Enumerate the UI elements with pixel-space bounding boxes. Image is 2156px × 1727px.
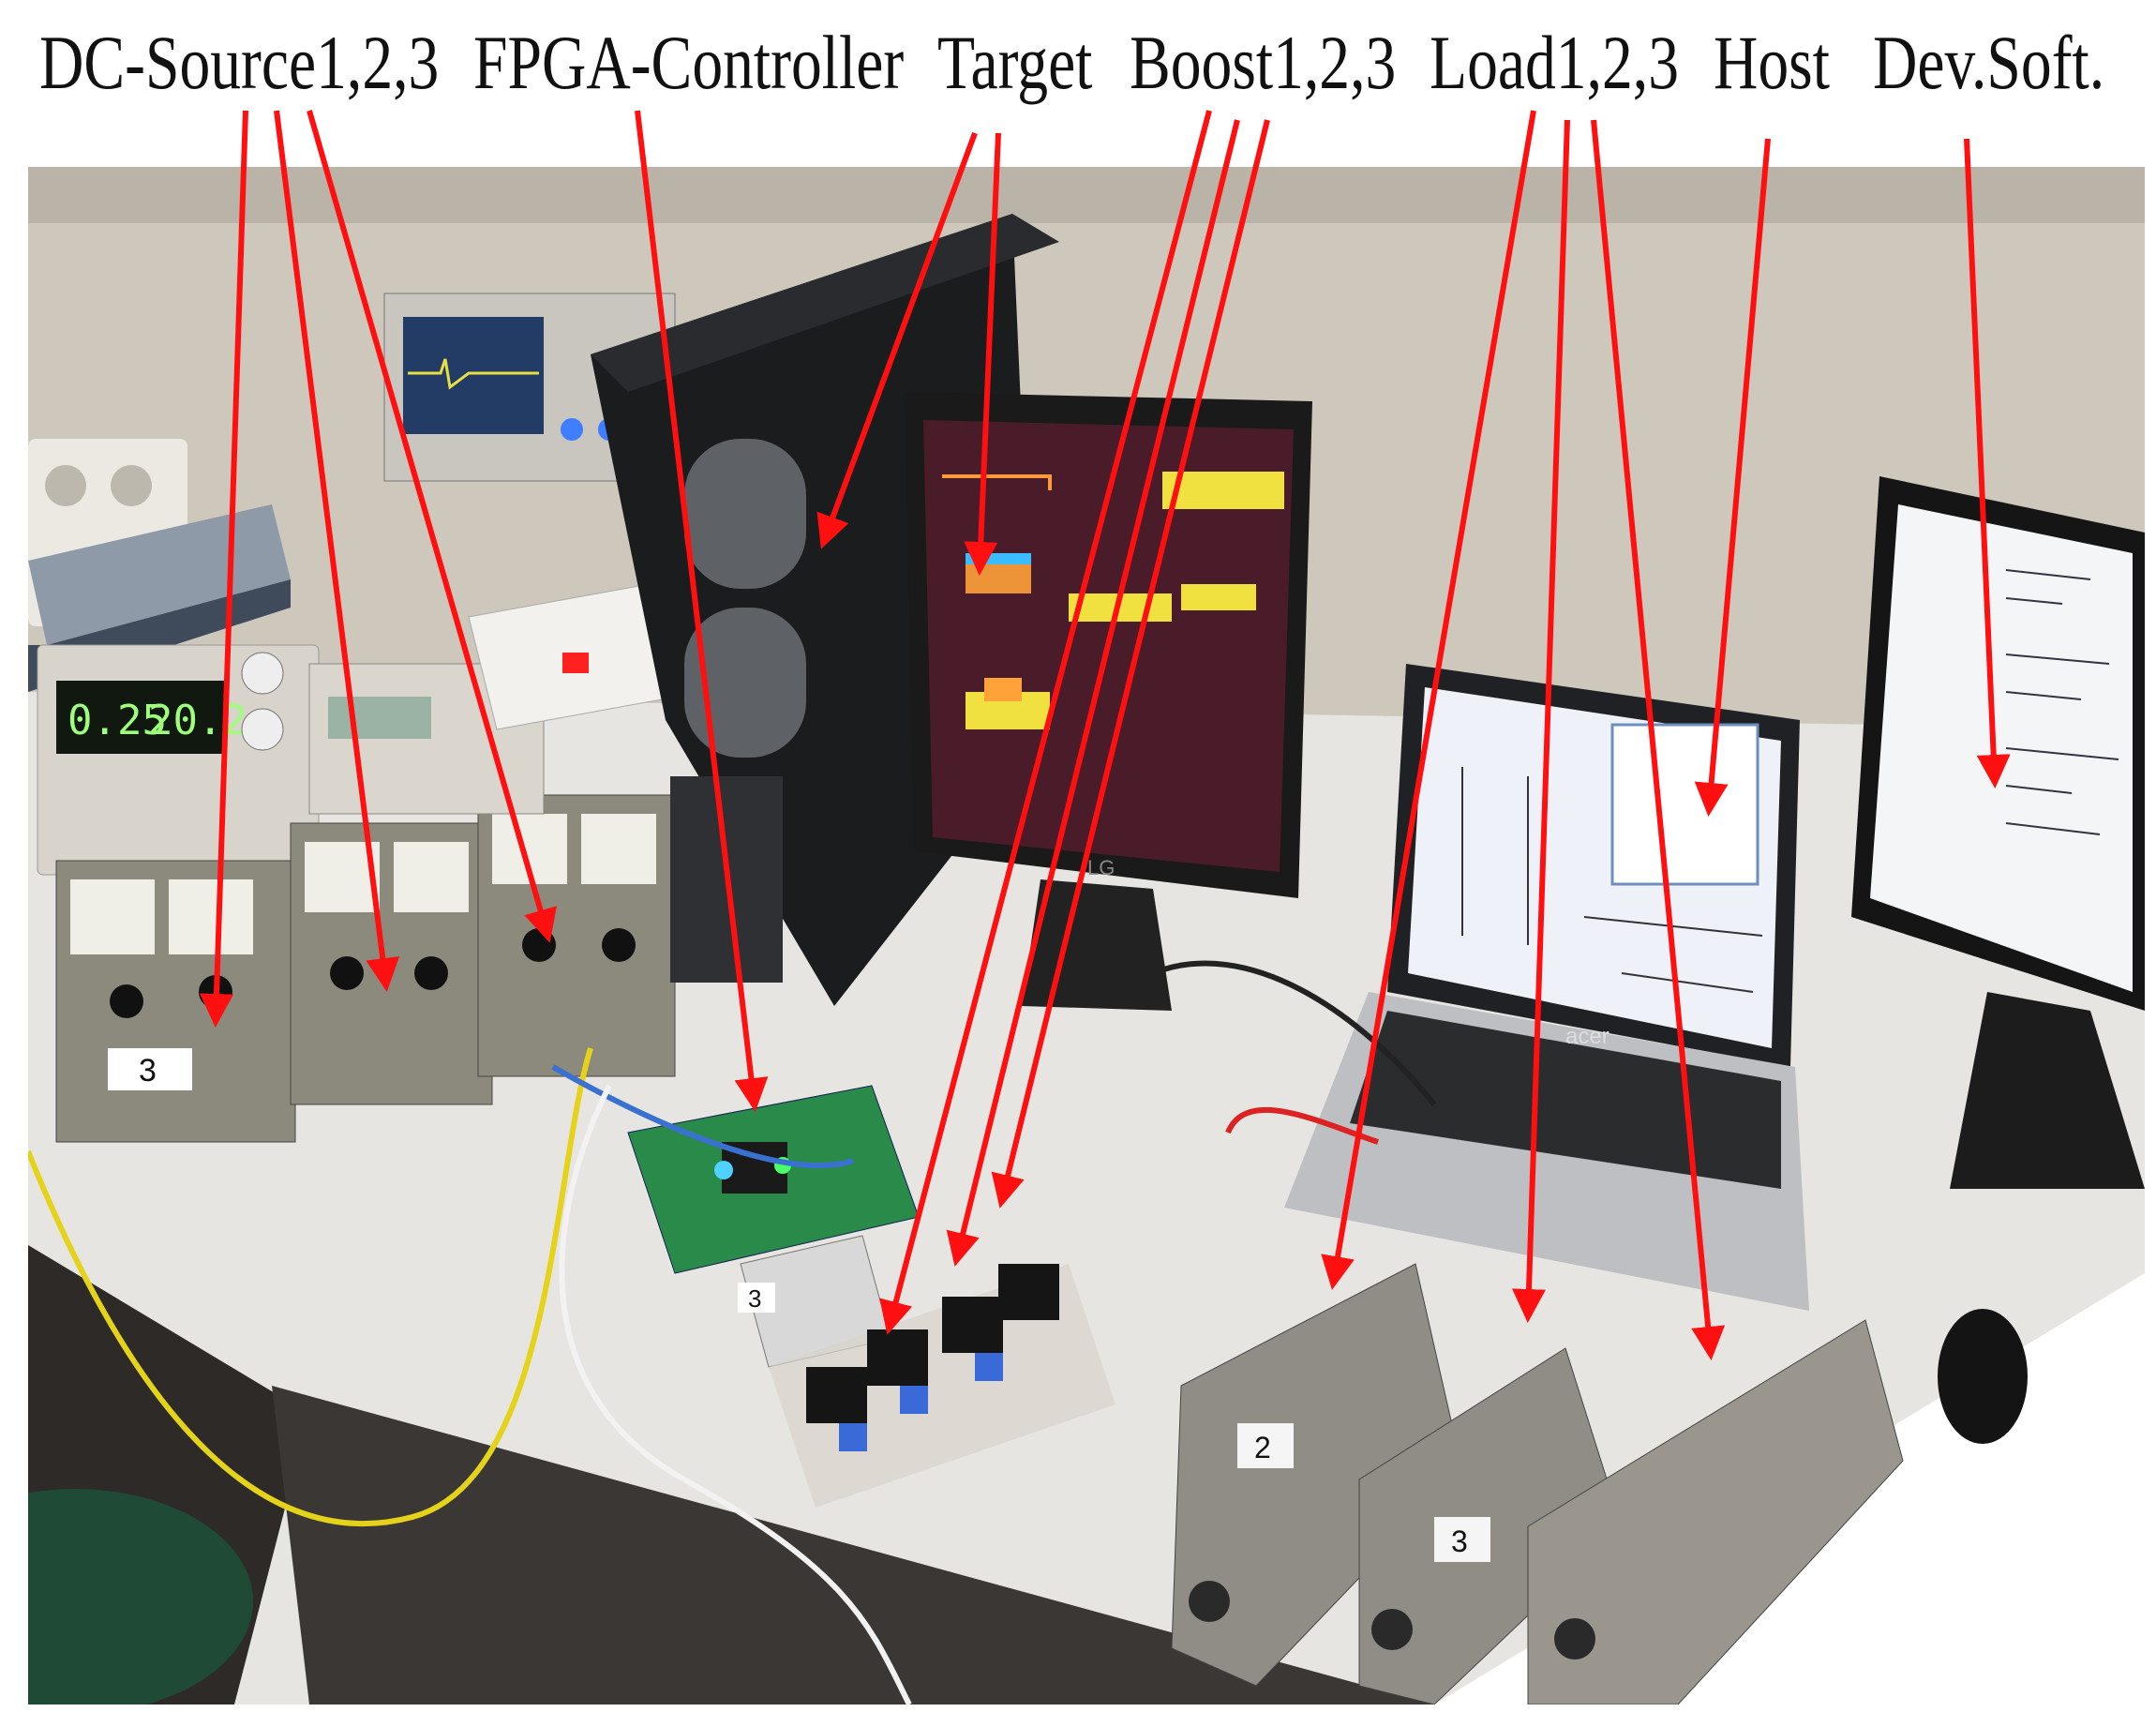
- meter: [169, 879, 253, 954]
- boost-2: [867, 1329, 928, 1386]
- label-boost: Boost1,2,3: [1130, 20, 1397, 105]
- oscilloscope-screen: [403, 317, 544, 434]
- wall-top: [28, 167, 2145, 223]
- monitor-brand: LG: [1087, 856, 1115, 879]
- knob: [414, 956, 448, 990]
- meter: [70, 879, 155, 954]
- floor: [272, 1386, 1434, 1704]
- dc-display-left: 0.25: [67, 697, 167, 744]
- knob: [522, 928, 556, 962]
- scope-trace: [966, 553, 1031, 564]
- meter: [581, 814, 656, 884]
- chair: [28, 1489, 253, 1704]
- mouse: [1938, 1309, 2028, 1444]
- load-knob: [1554, 1618, 1595, 1659]
- source-tag: [108, 1048, 192, 1090]
- scope-trace: [1181, 584, 1256, 610]
- label-target: Target: [937, 20, 1093, 105]
- scope-trace: [1162, 472, 1284, 509]
- load-3: [1527, 1319, 1904, 1704]
- power-strip-switch: [562, 653, 589, 673]
- scope-button: [561, 418, 583, 441]
- terminal: [900, 1386, 928, 1414]
- knob: [241, 708, 284, 751]
- dev-monitor-screen: [1870, 504, 2133, 992]
- socket: [45, 465, 86, 506]
- source-tag-text: 3: [139, 1053, 157, 1089]
- label-dc-source: DC-Source1,2,3: [39, 20, 440, 105]
- load-knob: [1371, 1609, 1413, 1650]
- label-fpga-controller: FPGA-Controller: [473, 20, 905, 105]
- terminal: [839, 1423, 867, 1451]
- boost-3: [942, 1297, 1003, 1353]
- meter: [492, 814, 567, 884]
- socket: [111, 465, 152, 506]
- dev-monitor-stand: [1950, 992, 2145, 1189]
- dc-display: [56, 681, 225, 754]
- controller-tag: [738, 1283, 775, 1313]
- load-tag: [1434, 1517, 1490, 1562]
- scope-trace: [984, 678, 1022, 701]
- dc-display-right: 20.2: [148, 697, 247, 744]
- knob: [330, 956, 364, 990]
- boost-4: [998, 1264, 1059, 1320]
- label-dev-soft: Dev.Soft.: [1873, 20, 2105, 105]
- label-host: Host: [1714, 20, 1830, 105]
- generator-display: [328, 697, 431, 739]
- monitor-stand: [1022, 879, 1172, 1011]
- terminal: [975, 1353, 1003, 1381]
- load-knob: [1189, 1581, 1230, 1622]
- boost-1: [806, 1367, 867, 1423]
- load-tag-text: 2: [1254, 1431, 1271, 1464]
- controller-tag-text: 3: [748, 1284, 761, 1313]
- knob: [199, 975, 232, 1009]
- tower-slots: [670, 776, 783, 983]
- tower-fan: [684, 608, 806, 758]
- meter: [394, 842, 469, 912]
- laptop-brand: acer: [1565, 1024, 1610, 1049]
- scope-trace: [966, 561, 1031, 593]
- knob: [110, 984, 143, 1018]
- label-row: DC-Source1,2,3 FPGA-Controller Target Bo…: [0, 0, 2156, 150]
- scope-trace: [1069, 593, 1172, 622]
- code-lines: [2005, 569, 2119, 835]
- knob: [241, 652, 284, 695]
- host-dialog-window: [1610, 723, 1759, 886]
- loads: 2 3: [1171, 1263, 1904, 1704]
- lab-setup-photo: 0.25 20.2 3: [28, 167, 2145, 1704]
- load-tag: [1237, 1423, 1294, 1468]
- tower-fan: [684, 439, 806, 589]
- meter: [305, 842, 380, 912]
- led: [714, 1161, 733, 1179]
- load-tag-text: 3: [1451, 1524, 1468, 1558]
- label-load: Load1,2,3: [1430, 20, 1679, 105]
- knob: [602, 928, 636, 962]
